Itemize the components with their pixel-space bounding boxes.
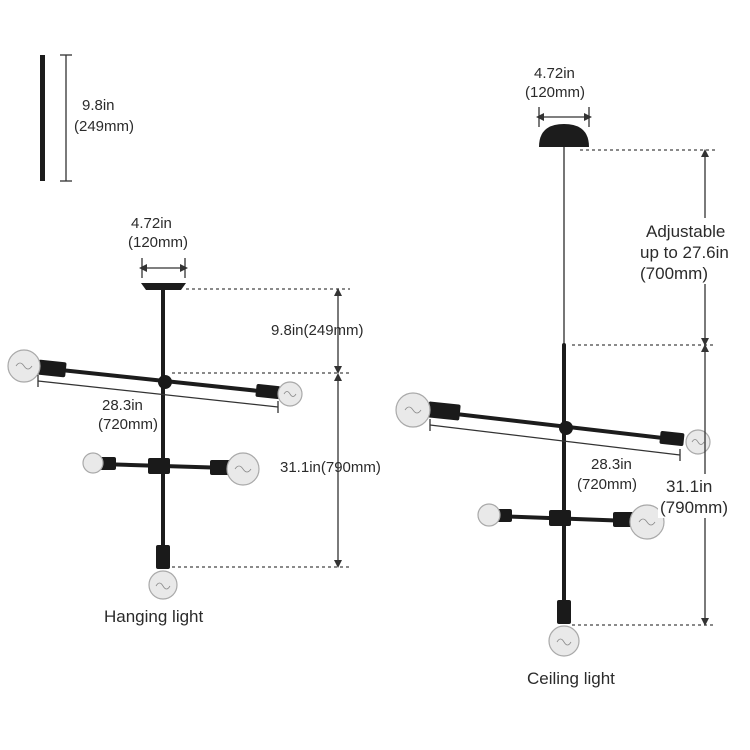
ceiling-arm-span-metric-label: (720mm) — [577, 476, 637, 493]
hanging-body-height-label: 31.1in(790mm) — [280, 459, 381, 476]
filament — [15, 362, 33, 370]
hanging-bulb-small-left — [82, 452, 104, 474]
ceiling-body-height-metric-label: (790mm) — [660, 498, 728, 517]
ceiling-canopy-width-label: 4.72in — [534, 65, 575, 82]
filament — [155, 582, 171, 590]
hanging-bulb-bottom — [148, 570, 178, 600]
filament — [283, 391, 297, 397]
hanging-arm-span-label: 28.3in — [102, 397, 143, 414]
ceiling-height-label-backdrop — [658, 474, 726, 518]
hanging-canopy — [141, 283, 186, 290]
ceiling-canopy-width-metric-label: (120mm) — [525, 84, 585, 101]
hanging-socket-left — [37, 359, 67, 378]
hanging-socket-right — [255, 383, 281, 400]
hanging-rod-length-label: 9.8in(249mm) — [271, 322, 364, 339]
hanging-canopy-width-metric-label: (120mm) — [128, 234, 188, 251]
filament — [638, 518, 656, 526]
hanging-lower-joint — [148, 458, 170, 474]
hanging-socket-bottom — [156, 545, 170, 569]
ceiling-socket-right — [659, 430, 685, 447]
hanging-canopy-width-label: 4.72in — [131, 215, 172, 232]
ceiling-socket-bottom — [557, 600, 571, 624]
ceiling-cord-label-backdrop — [638, 218, 728, 284]
ceiling-light-figure: 4.72in (120mm) 28 — [395, 65, 729, 688]
ceiling-arm-span-dimension-line — [429, 424, 681, 456]
ceiling-cord-label-line1: Adjustable — [646, 222, 725, 241]
ceiling-canopy — [539, 124, 589, 147]
extension-rod: 9.8in (249mm) — [40, 54, 134, 182]
hanging-center-joint — [158, 375, 172, 389]
hanging-arm-span-metric-label: (720mm) — [98, 416, 158, 433]
ceiling-cord-label-line3: (700mm) — [640, 264, 708, 283]
hanging-light-figure: 4.72in (120mm) — [7, 215, 381, 626]
hanging-arm-span-dimension-line — [37, 380, 279, 408]
hanging-light-caption: Hanging light — [104, 607, 204, 626]
ceiling-lower-joint — [549, 510, 571, 526]
ceiling-arm-span-label: 28.3in — [591, 456, 632, 473]
filament — [556, 638, 572, 646]
ceiling-long-arm — [428, 409, 682, 442]
ceiling-light-caption: Ceiling light — [527, 669, 615, 688]
rod-segment — [40, 55, 45, 181]
filament — [234, 465, 252, 473]
ceiling-center-joint — [559, 421, 573, 435]
ceiling-socket-left — [427, 401, 461, 421]
hanging-socket-small-left — [100, 457, 116, 470]
ceiling-bulb-small-left — [477, 503, 501, 527]
rod-height-label: 9.8in — [82, 97, 115, 114]
filament — [404, 406, 422, 414]
ceiling-body-height-label: 31.1in — [666, 477, 712, 496]
ceiling-bulb-bottom — [548, 625, 580, 657]
ceiling-cord-label-line2: up to 27.6in — [640, 243, 729, 262]
rod-height-metric-label: (249mm) — [74, 118, 134, 135]
